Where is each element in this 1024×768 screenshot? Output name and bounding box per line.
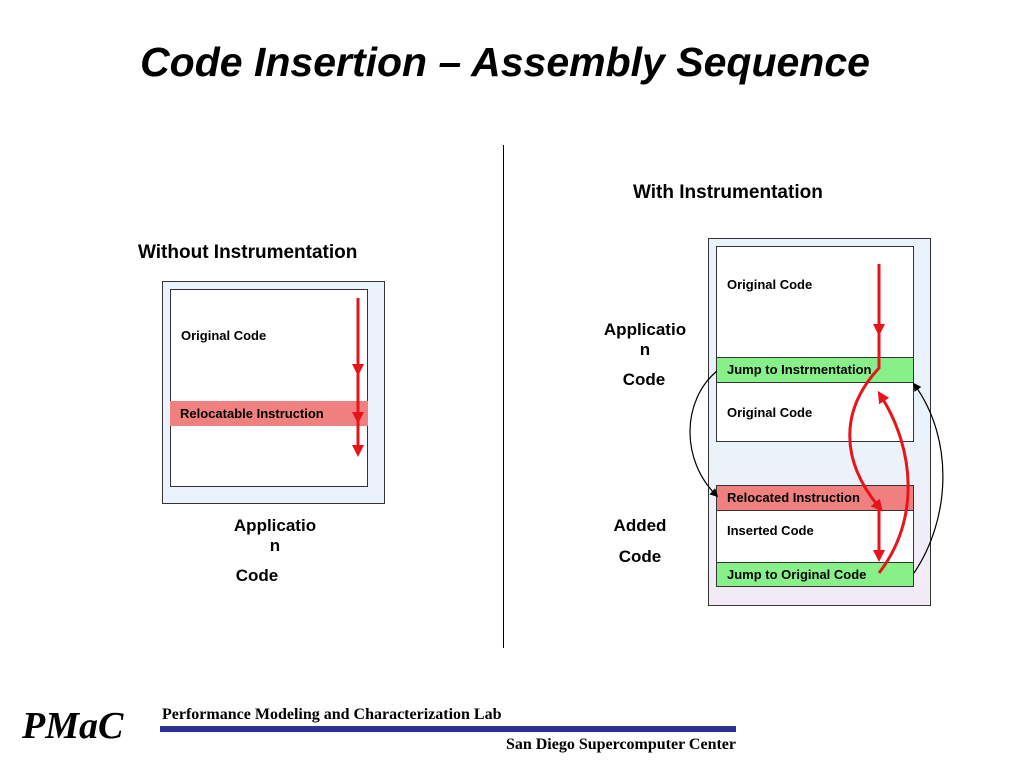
- added-code-line1: Added: [613, 516, 667, 535]
- right-heading: With Instrumentation: [633, 182, 823, 203]
- jump-to-original-code-band: Jump to Original Code: [716, 562, 914, 587]
- right-original-code-bottom: Original Code: [727, 405, 813, 420]
- left-caption: Applicatio n Code: [215, 516, 335, 586]
- left-original-code: Original Code: [181, 328, 267, 343]
- left-caption-line3: Code: [235, 566, 279, 585]
- footer-rule: [160, 726, 736, 732]
- jump-to-original-code-label: Jump to Original Code: [727, 566, 867, 582]
- footer-lab-name: Performance Modeling and Characterizatio…: [162, 706, 502, 723]
- left-caption-line2: n: [269, 536, 281, 555]
- added-code-label: Added Code: [585, 516, 695, 567]
- relocated-instruction-label: Relocated Instruction: [727, 490, 860, 505]
- relocatable-instruction-label: Relocatable Instruction: [180, 405, 324, 421]
- jump-to-instrumentation-band: Jump to Instrmentation: [716, 357, 914, 383]
- panel-divider: [503, 145, 504, 648]
- right-application-line1: Applicatio: [603, 320, 687, 339]
- relocated-instruction-band: Relocated Instruction: [716, 485, 914, 511]
- pmac-logo: PMaC: [22, 705, 124, 747]
- left-heading: Without Instrumentation: [138, 242, 358, 263]
- inserted-code-label: Inserted Code: [727, 523, 814, 538]
- right-application-label: Applicatio n Code: [585, 320, 705, 390]
- slide-title: Code Insertion – Assembly Sequence: [140, 39, 870, 85]
- right-application-line3: Code: [622, 370, 666, 389]
- left-inner-box: [170, 289, 368, 487]
- left-caption-line1: Applicatio: [233, 516, 317, 535]
- right-original-code-top: Original Code: [727, 277, 813, 292]
- footer-center-name: San Diego Supercomputer Center: [505, 736, 736, 753]
- relocatable-instruction-band: Relocatable Instruction: [170, 401, 368, 426]
- added-code-line2: Code: [618, 547, 662, 566]
- jump-to-instrumentation-label: Jump to Instrmentation: [727, 362, 872, 377]
- right-application-line2: n: [639, 340, 651, 359]
